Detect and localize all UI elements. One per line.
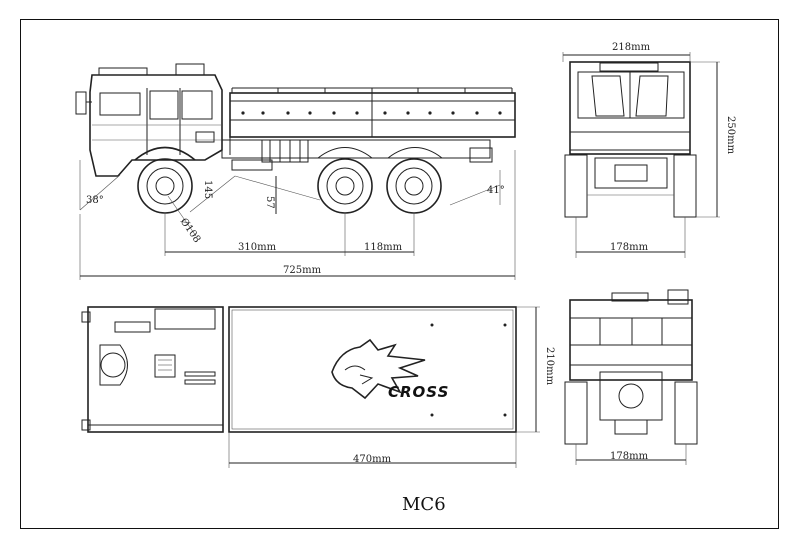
rear-view-truck: [562, 52, 697, 218]
rear-height-label: 250mm: [725, 116, 736, 155]
wheelbase-front-label: 310mm: [238, 242, 277, 253]
top-view-dimension-lines: [228, 306, 540, 468]
overall-length-label: 725mm: [283, 265, 322, 276]
side-view-truck: [75, 63, 516, 214]
ground-clearance-label: 57: [264, 196, 275, 209]
drawing-frame: [20, 19, 779, 529]
side-view-dimension-lines: [79, 150, 516, 280]
bed-length-label: 470mm: [353, 454, 392, 465]
departure-angle-label: 41°: [487, 185, 505, 196]
rear-track-label: 178mm: [610, 242, 649, 253]
brand-logo-text: CROSS: [388, 383, 450, 401]
top-view-logo: [331, 338, 426, 400]
rear-width-label: 218mm: [612, 42, 651, 53]
approach-angle-label: 38°: [86, 195, 104, 206]
bed-width-label: 210mm: [544, 347, 555, 386]
front-view-truck: [564, 289, 698, 445]
breakover-angle-label: 145: [202, 180, 213, 200]
top-view-truck: [81, 306, 517, 433]
wheelbase-rear-label: 118mm: [364, 242, 403, 253]
front-track-label: 178mm: [610, 451, 649, 462]
front-view-dimension-lines: [575, 444, 687, 465]
rear-view-dimension-lines: [575, 61, 720, 258]
model-title: MC6: [402, 494, 446, 515]
